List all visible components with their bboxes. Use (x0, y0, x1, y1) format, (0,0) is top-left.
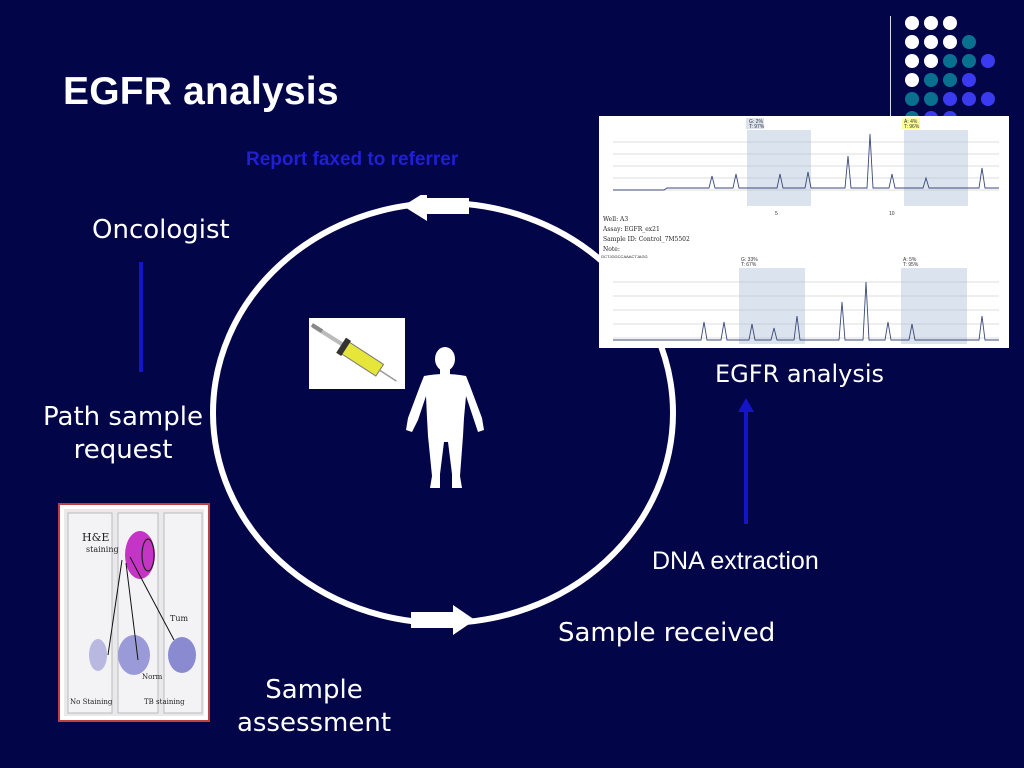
decorative-dot (943, 54, 957, 68)
sample-assessment-label: Sample assessment (222, 674, 406, 740)
dna-extraction-label: DNA extraction (652, 547, 819, 575)
decorative-dot (943, 73, 957, 87)
report-faxed-label: Report faxed to referrer (246, 149, 459, 170)
trace-note: Note: (603, 246, 620, 253)
cycle-arrow-top (403, 195, 469, 221)
he-staining-label: staining (86, 545, 119, 554)
bottom-box1-line1: G: 33% (741, 257, 758, 263)
he-label: H&E (82, 531, 110, 544)
oncologist-to-request-line (139, 262, 143, 372)
decorative-dot (924, 35, 938, 49)
up-arrow-head-icon (738, 398, 754, 412)
top-box2-line2: T: 96% (904, 124, 920, 130)
decorative-dot (962, 35, 976, 49)
decorative-dot (943, 35, 957, 49)
decorative-dot (924, 73, 938, 87)
cycle-arrow-bottom (411, 605, 475, 635)
bottom-box2-line1: A: 5% (903, 257, 917, 263)
tissue-slides-illustration (64, 509, 204, 716)
decorative-dot (924, 54, 938, 68)
path-sample-request-line1: Path sample (43, 402, 203, 432)
tumour-label: Tum (170, 614, 189, 623)
trace-tick-5: 5 (775, 211, 778, 217)
normal-label: Norm (142, 673, 163, 681)
syringe-icon (310, 323, 397, 382)
decorative-dot (943, 92, 957, 106)
path-sample-request-line2: request (73, 435, 173, 465)
tb-staining-label: TB staining (144, 698, 185, 706)
human-figure-icon (406, 347, 484, 488)
no-staining-label: No Staining (70, 698, 113, 706)
trace-sequence: GCTJGGCCAAACTJAGG (601, 254, 648, 259)
trace-tick-10: 10 (889, 211, 895, 217)
trace-sample-id: Sample ID: Control_7M5502 (603, 236, 690, 243)
top-box2-line1: A: 4% (904, 119, 918, 125)
top-box1-line2: T: 97% (749, 124, 765, 130)
pyrogram-chart (613, 118, 999, 344)
egfr-analysis-label: EGFR analysis (715, 360, 885, 388)
decorative-dot (924, 92, 938, 106)
divider-line (890, 16, 891, 136)
sample-assessment-line2: assessment (236, 708, 392, 738)
trace-assay: Assay: EGFR_ex21 (603, 226, 660, 233)
path-sample-request-label: Path sample request (28, 401, 218, 467)
decorative-dot (905, 92, 919, 106)
decorative-dot (905, 73, 919, 87)
decorative-dot (962, 54, 976, 68)
workflow-cycle-diagram (210, 195, 676, 635)
decorative-dot (962, 73, 976, 87)
decorative-dot (981, 54, 995, 68)
top-box1-line1: G: 2% (749, 119, 763, 125)
sample-received-label: Sample received (558, 618, 776, 648)
decorative-dot (924, 16, 938, 30)
dna-to-egfr-line (744, 408, 748, 524)
tissue-slide-photo: H&E staining Tum Norm No Staining TB sta… (58, 503, 210, 722)
pyrosequencing-trace-panel: G: 2% T: 97% A: 4% T: 96% 5 10 Well: A3 … (599, 116, 1009, 348)
sample-assessment-line1: Sample (265, 675, 363, 705)
decorative-dot (905, 54, 919, 68)
syringe-image (309, 318, 405, 389)
bottom-box1-line2: T: 67% (741, 262, 757, 268)
decorative-dot (943, 16, 957, 30)
decorative-dot (905, 35, 919, 49)
decorative-dot (981, 92, 995, 106)
trace-well: Well: A3 (603, 216, 629, 223)
decorative-dot (962, 92, 976, 106)
slide-title: EGFR analysis (63, 70, 339, 113)
decorative-dot (905, 16, 919, 30)
oncologist-label: Oncologist (92, 215, 230, 245)
bottom-box2-line2: T: 95% (903, 262, 919, 268)
